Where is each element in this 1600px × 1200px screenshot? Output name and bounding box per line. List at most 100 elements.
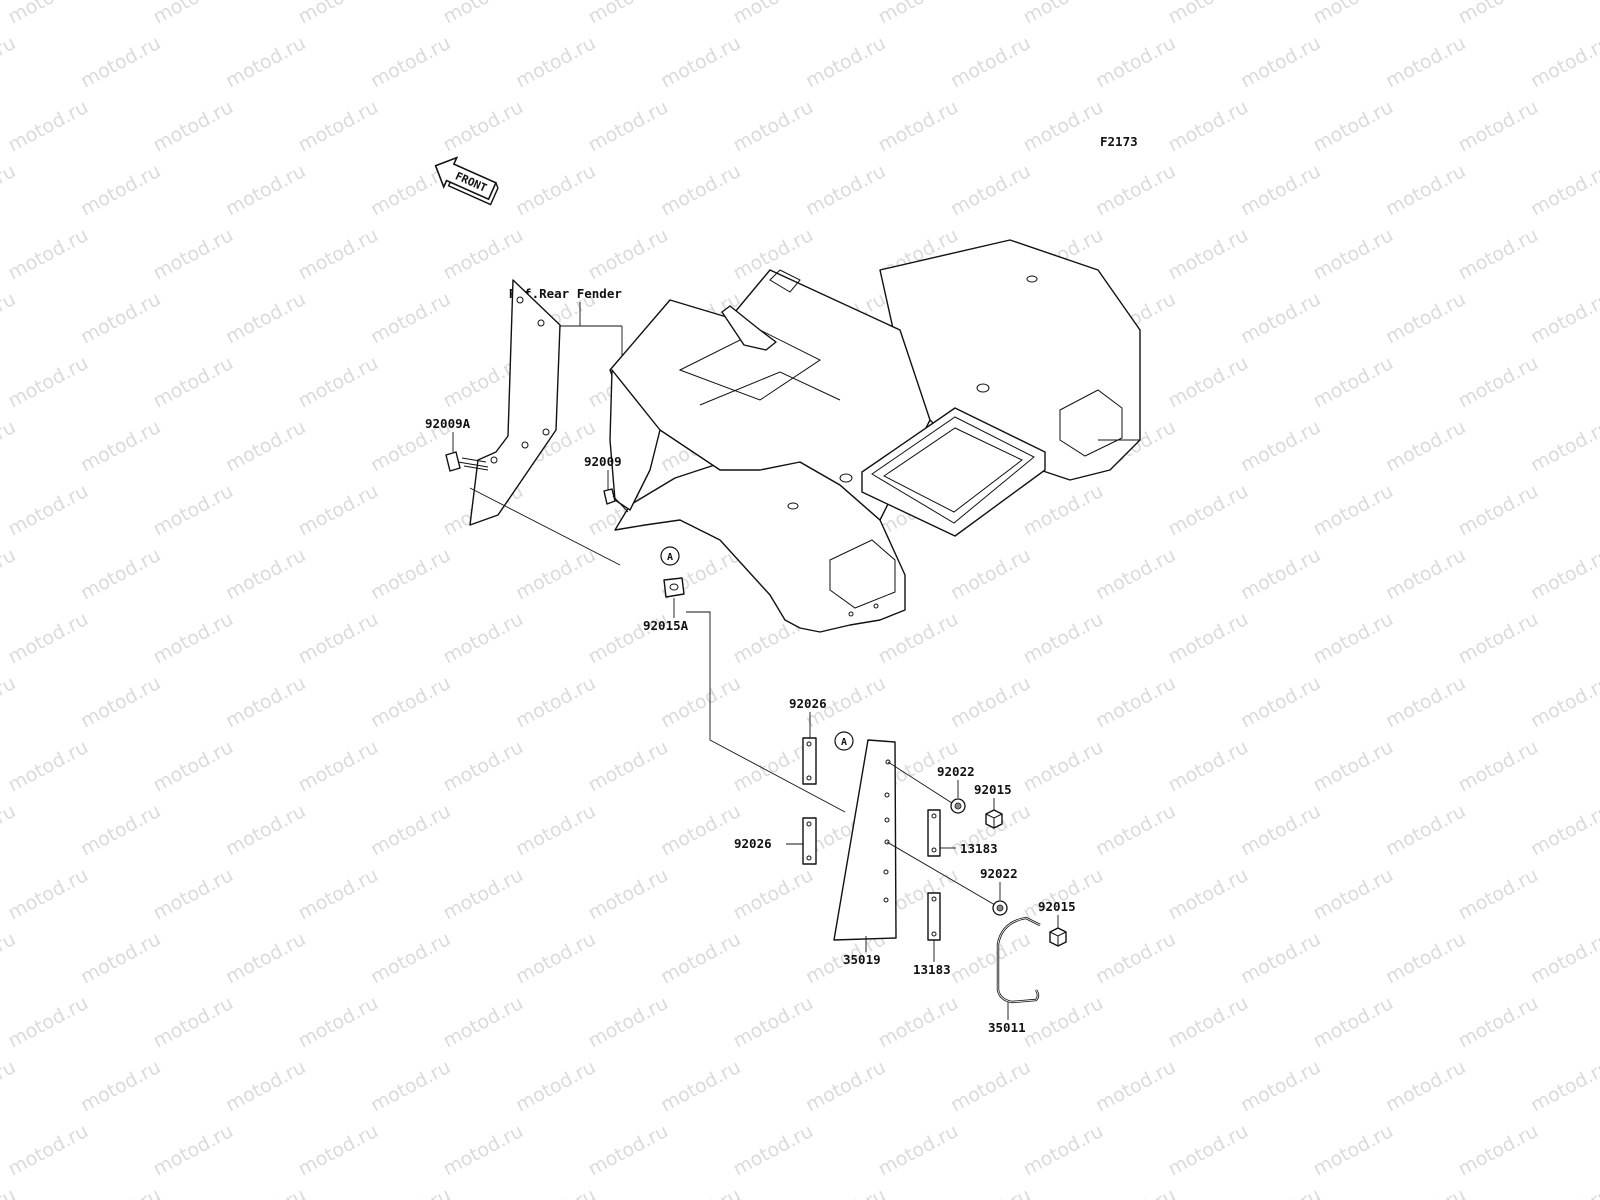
watermark-text: motod.ru — [5, 480, 92, 540]
watermark-text: motod.ru — [222, 928, 309, 988]
watermark-text: motod.ru — [77, 1056, 164, 1116]
front-direction-arrow: FRONT — [434, 156, 499, 206]
watermark-text: motod.ru — [150, 224, 237, 284]
part-label-35019: 35019 — [843, 952, 881, 967]
watermark-text: motod.ru — [222, 1184, 309, 1200]
watermark-text: motod.ru — [5, 736, 92, 796]
nut-92015-bottom — [1049, 927, 1067, 947]
watermark-text: motod.ru — [802, 1184, 889, 1200]
watermark-text: motod.ru — [657, 800, 744, 860]
watermark-text: motod.ru — [1455, 736, 1542, 796]
connector-mark-a-bottom-text: A — [841, 737, 847, 748]
watermark-text: motod.ru — [1165, 1120, 1252, 1180]
leader-a-to-flap — [686, 611, 846, 813]
watermark-text: motod.ru — [1165, 864, 1252, 924]
watermark-text: motod.ru — [367, 1056, 454, 1116]
watermark-text: motod.ru — [875, 1120, 962, 1180]
watermark-text: motod.ru — [295, 864, 382, 924]
part-label-35011: 35011 — [988, 1020, 1026, 1035]
watermark-text: motod.ru — [222, 544, 309, 604]
watermark-text: motod.ru — [1237, 288, 1324, 348]
plate-92026-top — [802, 737, 817, 785]
watermark-text: motod.ru — [222, 800, 309, 860]
watermark-text: motod.ru — [1237, 928, 1324, 988]
watermark-text: motod.ru — [1092, 160, 1179, 220]
watermark-text: motod.ru — [1165, 224, 1252, 284]
watermark-text: motod.ru — [5, 224, 92, 284]
plate-92026-bottom — [802, 817, 817, 865]
watermark-text: motod.ru — [150, 96, 237, 156]
watermark-text: motod.ru — [657, 672, 744, 732]
watermark-text: motod.ru — [730, 1120, 817, 1180]
watermark-text: motod.ru — [0, 544, 19, 604]
watermark-text: motod.ru — [585, 0, 672, 28]
part-label-92026-bottom: 92026 — [734, 836, 772, 851]
watermark-text: motod.ru — [1237, 1056, 1324, 1116]
watermark-text: motod.ru — [77, 160, 164, 220]
part-label-92009: 92009 — [584, 454, 622, 469]
watermark-text: motod.ru — [5, 1120, 92, 1180]
watermark-text: motod.ru — [1092, 800, 1179, 860]
watermark-text: motod.ru — [1165, 0, 1252, 28]
nut-92015-top — [985, 809, 1003, 829]
watermark-text: motod.ru — [512, 672, 599, 732]
watermark-text: motod.ru — [512, 32, 599, 92]
watermark-text: motod.ru — [222, 288, 309, 348]
grommet-92015A — [663, 577, 685, 598]
watermark-text: motod.ru — [1382, 160, 1469, 220]
watermark-text: motod.ru — [77, 544, 164, 604]
watermark-text: motod.ru — [77, 1184, 164, 1200]
watermark-text: motod.ru — [0, 1056, 19, 1116]
watermark-text: motod.ru — [512, 800, 599, 860]
part-label-92015-bottom: 92015 — [1038, 899, 1076, 914]
washer-92022-top — [950, 798, 966, 814]
watermark-text: motod.ru — [440, 224, 527, 284]
watermark-text: motod.ru — [5, 352, 92, 412]
watermark-text: motod.ru — [1527, 288, 1600, 348]
watermark-text: motod.ru — [1382, 544, 1469, 604]
watermark-text: motod.ru — [150, 864, 237, 924]
watermark-text: motod.ru — [1165, 736, 1252, 796]
watermark-text: motod.ru — [730, 96, 817, 156]
watermark-text: motod.ru — [1527, 800, 1600, 860]
watermark-text: motod.ru — [1020, 96, 1107, 156]
watermark-text: motod.ru — [1020, 864, 1107, 924]
leader-bracket-to-fender — [469, 487, 621, 566]
watermark-text: motod.ru — [367, 928, 454, 988]
watermark-text: motod.ru — [1382, 416, 1469, 476]
watermark-text: motod.ru — [1455, 352, 1542, 412]
watermark-text: motod.ru — [150, 992, 237, 1052]
watermark-text: motod.ru — [0, 1184, 19, 1200]
watermark-text: motod.ru — [1527, 32, 1600, 92]
watermark-text: motod.ru — [0, 800, 19, 860]
watermark-text: motod.ru — [1455, 864, 1542, 924]
part-label-92009A: 92009A — [425, 416, 471, 431]
watermark-text: motod.ru — [585, 224, 672, 284]
watermark-text: motod.ru — [947, 672, 1034, 732]
watermark-text: motod.ru — [1455, 96, 1542, 156]
watermark-text: motod.ru — [150, 0, 237, 28]
watermark-text: motod.ru — [1310, 992, 1397, 1052]
watermark-text: motod.ru — [5, 0, 92, 28]
watermark-text: motod.ru — [440, 0, 527, 28]
watermark-text: motod.ru — [150, 480, 237, 540]
watermark-text: motod.ru — [1310, 224, 1397, 284]
watermark-text: motod.ru — [440, 736, 527, 796]
watermark-text: motod.ru — [0, 672, 19, 732]
watermark-text: motod.ru — [1527, 1184, 1600, 1200]
watermark-text: motod.ru — [0, 416, 19, 476]
watermark-text: motod.ru — [295, 352, 382, 412]
reference-label: Ref.Rear Fender — [509, 286, 622, 301]
watermark-text: motod.ru — [5, 608, 92, 668]
watermark-text: motod.ru — [222, 672, 309, 732]
watermark-text: motod.ru — [222, 1056, 309, 1116]
watermark-text: motod.ru — [1382, 800, 1469, 860]
watermark-text: motod.ru — [947, 160, 1034, 220]
watermark-text: motod.ru — [1020, 736, 1107, 796]
watermark-text: motod.ru — [1165, 992, 1252, 1052]
watermark-text: motod.ru — [1382, 1184, 1469, 1200]
watermark-text: motod.ru — [1382, 32, 1469, 92]
watermark-text: motod.ru — [1237, 32, 1324, 92]
watermark-text: motod.ru — [1527, 544, 1600, 604]
bolt-92009 — [603, 488, 629, 513]
